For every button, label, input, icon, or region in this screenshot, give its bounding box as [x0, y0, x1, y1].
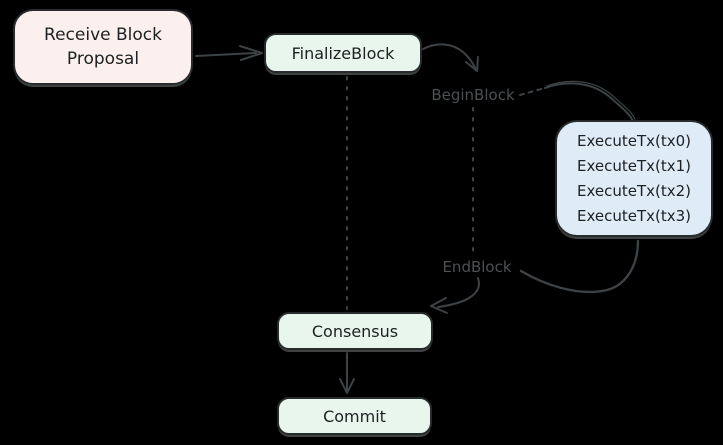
- node-consensus-label: Consensus: [311, 321, 399, 341]
- curve-endblock-to-consensus: [437, 277, 480, 308]
- node-executetx: ExecuteTx(tx0) ExecuteTx(tx1) ExecuteTx(…: [555, 120, 713, 237]
- arrowhead-finalizeblock-to-beginblock: [465, 56, 479, 72]
- curve-executetx-to-endblock: [519, 239, 640, 294]
- edge-label-endblock: EndBlock: [442, 258, 512, 276]
- node-commit: Commit: [277, 397, 432, 435]
- node-receive-block-proposal-label: Receive Block Proposal: [44, 25, 162, 69]
- node-commit-label: Commit: [323, 406, 386, 426]
- node-executetx-line-1: ExecuteTx(tx1): [576, 156, 692, 175]
- node-executetx-line-3: ExecuteTx(tx3): [576, 206, 692, 225]
- node-consensus: Consensus: [277, 312, 433, 350]
- node-executetx-line-2: ExecuteTx(tx2): [576, 181, 692, 200]
- dashed-lead-beginblock: [519, 87, 546, 96]
- arrowhead-receive-to-finalizeblock: [239, 45, 263, 61]
- node-finalizeblock-label: FinalizeBlock: [291, 43, 395, 63]
- arrowhead-consensus-to-commit: [339, 378, 355, 394]
- arrow-receive-to-finalizeblock: [195, 52, 257, 57]
- node-finalizeblock: FinalizeBlock: [264, 33, 422, 73]
- node-receive-block-proposal: Receive Block Proposal: [13, 9, 193, 85]
- arrow-finalizeblock-to-beginblock: [422, 43, 477, 71]
- curve-beginblock-to-executetx-sketch: [546, 80, 636, 120]
- curve-beginblock-to-executetx: [544, 82, 634, 122]
- edge-label-beginblock: BeginBlock: [431, 86, 515, 104]
- arrowhead-endblock-to-consensus: [430, 297, 448, 314]
- node-executetx-line-0: ExecuteTx(tx0): [576, 131, 692, 150]
